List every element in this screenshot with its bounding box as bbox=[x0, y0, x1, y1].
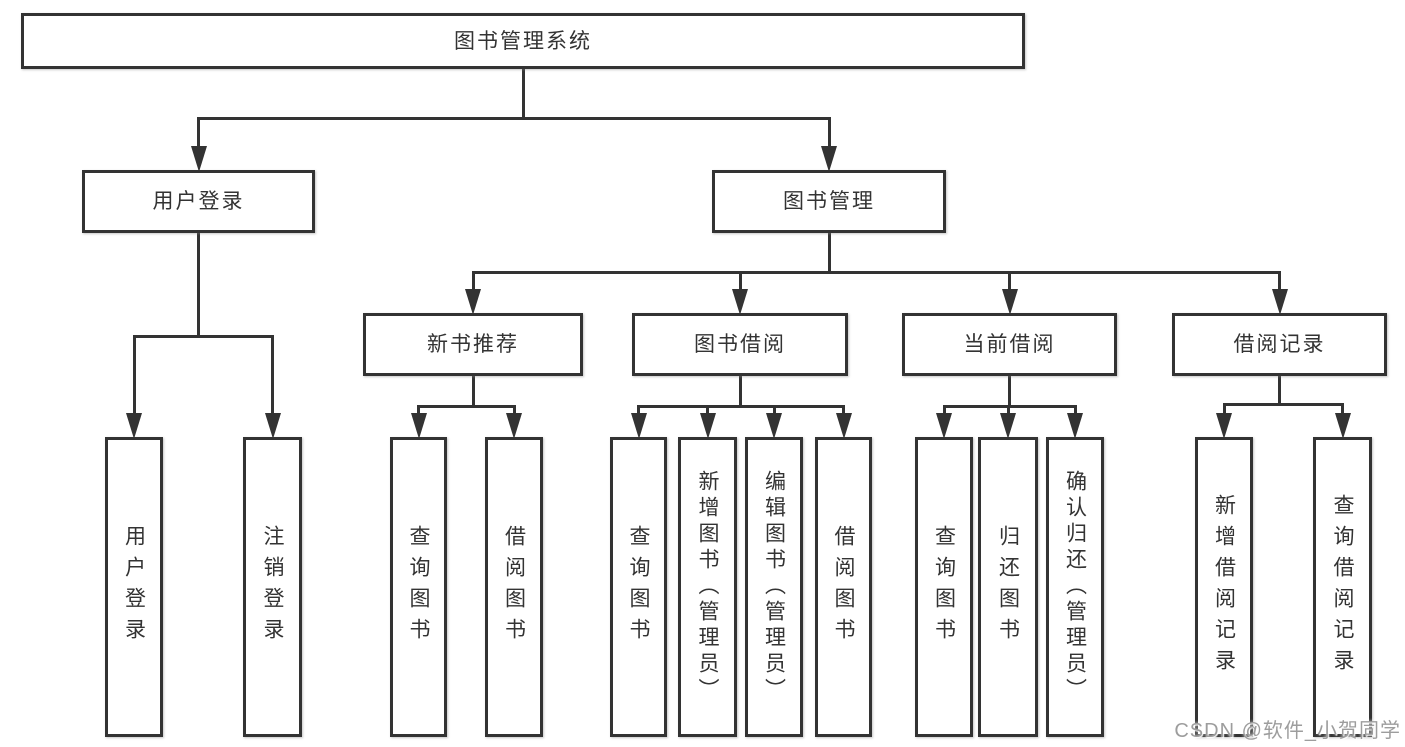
connector-line bbox=[1006, 406, 1010, 417]
node-label: 图书管理系统 bbox=[454, 29, 592, 53]
connector-line bbox=[197, 118, 200, 150]
arrow-down-icon bbox=[936, 413, 952, 439]
arrow-down-icon bbox=[699, 413, 716, 439]
arrow-down-icon bbox=[1271, 289, 1288, 315]
connector-line bbox=[827, 233, 831, 274]
node-label: 用户登录 bbox=[122, 525, 146, 649]
connector-line bbox=[1073, 406, 1077, 417]
connector-line bbox=[942, 406, 946, 417]
node-label: 新增借阅记录 bbox=[1212, 494, 1236, 680]
node-label: 查询图书 bbox=[932, 525, 956, 649]
node-leaf-rec-query: 查询图书 bbox=[390, 437, 447, 737]
node-leaf-bor-borrow: 借阅图书 bbox=[815, 437, 872, 737]
node-label: 借阅记录 bbox=[1233, 333, 1326, 356]
connector-line bbox=[637, 404, 845, 408]
arrow-down-icon bbox=[1216, 413, 1232, 439]
connector-line bbox=[1008, 272, 1011, 293]
node-label: 查询图书 bbox=[407, 525, 430, 649]
connector-line bbox=[842, 406, 845, 417]
arrow-down-icon bbox=[630, 413, 647, 439]
arrow-down-icon bbox=[835, 413, 852, 439]
arrow-down-icon bbox=[190, 146, 207, 172]
node-rec: 新书推荐 bbox=[363, 313, 583, 376]
connector-line bbox=[271, 336, 274, 417]
connector-line bbox=[512, 406, 516, 417]
connector-line bbox=[772, 406, 776, 417]
arrow-down-icon bbox=[766, 413, 782, 439]
node-label: 查询图书 bbox=[627, 525, 650, 649]
node-leaf-login: 用户登录 bbox=[105, 437, 163, 737]
node-label: 图书管理 bbox=[783, 190, 875, 213]
arrow-down-icon bbox=[732, 289, 748, 315]
node-leaf-bor-query: 查询图书 bbox=[610, 437, 667, 737]
node-label: 用户登录 bbox=[152, 190, 245, 213]
node-label: 注销登录 bbox=[261, 525, 284, 649]
node-label: 归还图书 bbox=[996, 525, 1020, 649]
connector-line bbox=[942, 404, 1077, 408]
node-label: 新书推荐 bbox=[427, 333, 519, 356]
node-label: 当前借阅 bbox=[963, 333, 1056, 356]
arrow-down-icon bbox=[821, 146, 837, 172]
node-leaf-bor-add: 新增图书（管理员） bbox=[678, 437, 737, 737]
node-label: 图书借阅 bbox=[694, 333, 786, 356]
connector-line bbox=[637, 406, 640, 417]
connector-line bbox=[471, 376, 475, 408]
arrow-down-icon bbox=[1000, 413, 1016, 439]
connector-line bbox=[738, 272, 742, 293]
node-record: 借阅记录 bbox=[1172, 313, 1387, 376]
connector-line bbox=[1222, 402, 1344, 406]
connector-line bbox=[132, 336, 136, 417]
connector-line bbox=[706, 406, 709, 417]
connector-line bbox=[1278, 272, 1281, 293]
node-current: 当前借阅 bbox=[902, 313, 1117, 376]
arrow-down-icon bbox=[410, 413, 427, 439]
node-login: 用户登录 bbox=[82, 170, 315, 233]
node-label: 借阅图书 bbox=[502, 525, 526, 649]
node-leaf-rec-borrow: 借阅图书 bbox=[485, 437, 543, 737]
arrow-down-icon bbox=[1001, 289, 1018, 315]
connector-line bbox=[1222, 404, 1226, 417]
connector-line bbox=[197, 233, 200, 338]
node-label: 查询借阅记录 bbox=[1331, 494, 1354, 680]
connector-line bbox=[471, 272, 475, 293]
arrow-down-icon bbox=[126, 413, 142, 439]
connector-line bbox=[738, 376, 742, 408]
connector-line bbox=[417, 404, 516, 408]
connector-line bbox=[827, 118, 831, 150]
node-leaf-cur-return: 归还图书 bbox=[978, 437, 1038, 737]
node-leaf-cur-query: 查询图书 bbox=[915, 437, 973, 737]
node-sys: 图书管理系统 bbox=[21, 13, 1025, 69]
connector-line bbox=[471, 270, 1281, 274]
node-leaf-recd-query: 查询借阅记录 bbox=[1313, 437, 1372, 737]
connector-line bbox=[1341, 404, 1344, 417]
arrow-down-icon bbox=[465, 289, 481, 315]
arrow-down-icon bbox=[506, 413, 522, 439]
connector-line bbox=[521, 69, 525, 120]
connector-line bbox=[197, 116, 831, 120]
node-leaf-recd-add: 新增借阅记录 bbox=[1195, 437, 1253, 737]
node-label: 新增图书（管理员） bbox=[696, 470, 719, 704]
node-label: 借阅图书 bbox=[832, 525, 855, 649]
node-leaf-logout: 注销登录 bbox=[243, 437, 302, 737]
arrow-down-icon bbox=[1067, 413, 1083, 439]
node-label: 确认归还（管理员） bbox=[1063, 470, 1087, 704]
connector-line bbox=[1008, 376, 1011, 408]
node-leaf-cur-confirm: 确认归还（管理员） bbox=[1046, 437, 1104, 737]
connector-line bbox=[132, 334, 274, 338]
connector-line bbox=[1278, 376, 1281, 406]
node-label: 编辑图书（管理员） bbox=[762, 470, 786, 704]
watermark: CSDN @软件_小贺同学 bbox=[1174, 720, 1401, 742]
arrow-down-icon bbox=[1334, 413, 1351, 439]
node-leaf-bor-edit: 编辑图书（管理员） bbox=[745, 437, 803, 737]
node-mgmt: 图书管理 bbox=[712, 170, 946, 233]
arrow-down-icon bbox=[264, 413, 281, 439]
connector-line bbox=[417, 406, 420, 417]
node-borrow: 图书借阅 bbox=[632, 313, 848, 376]
